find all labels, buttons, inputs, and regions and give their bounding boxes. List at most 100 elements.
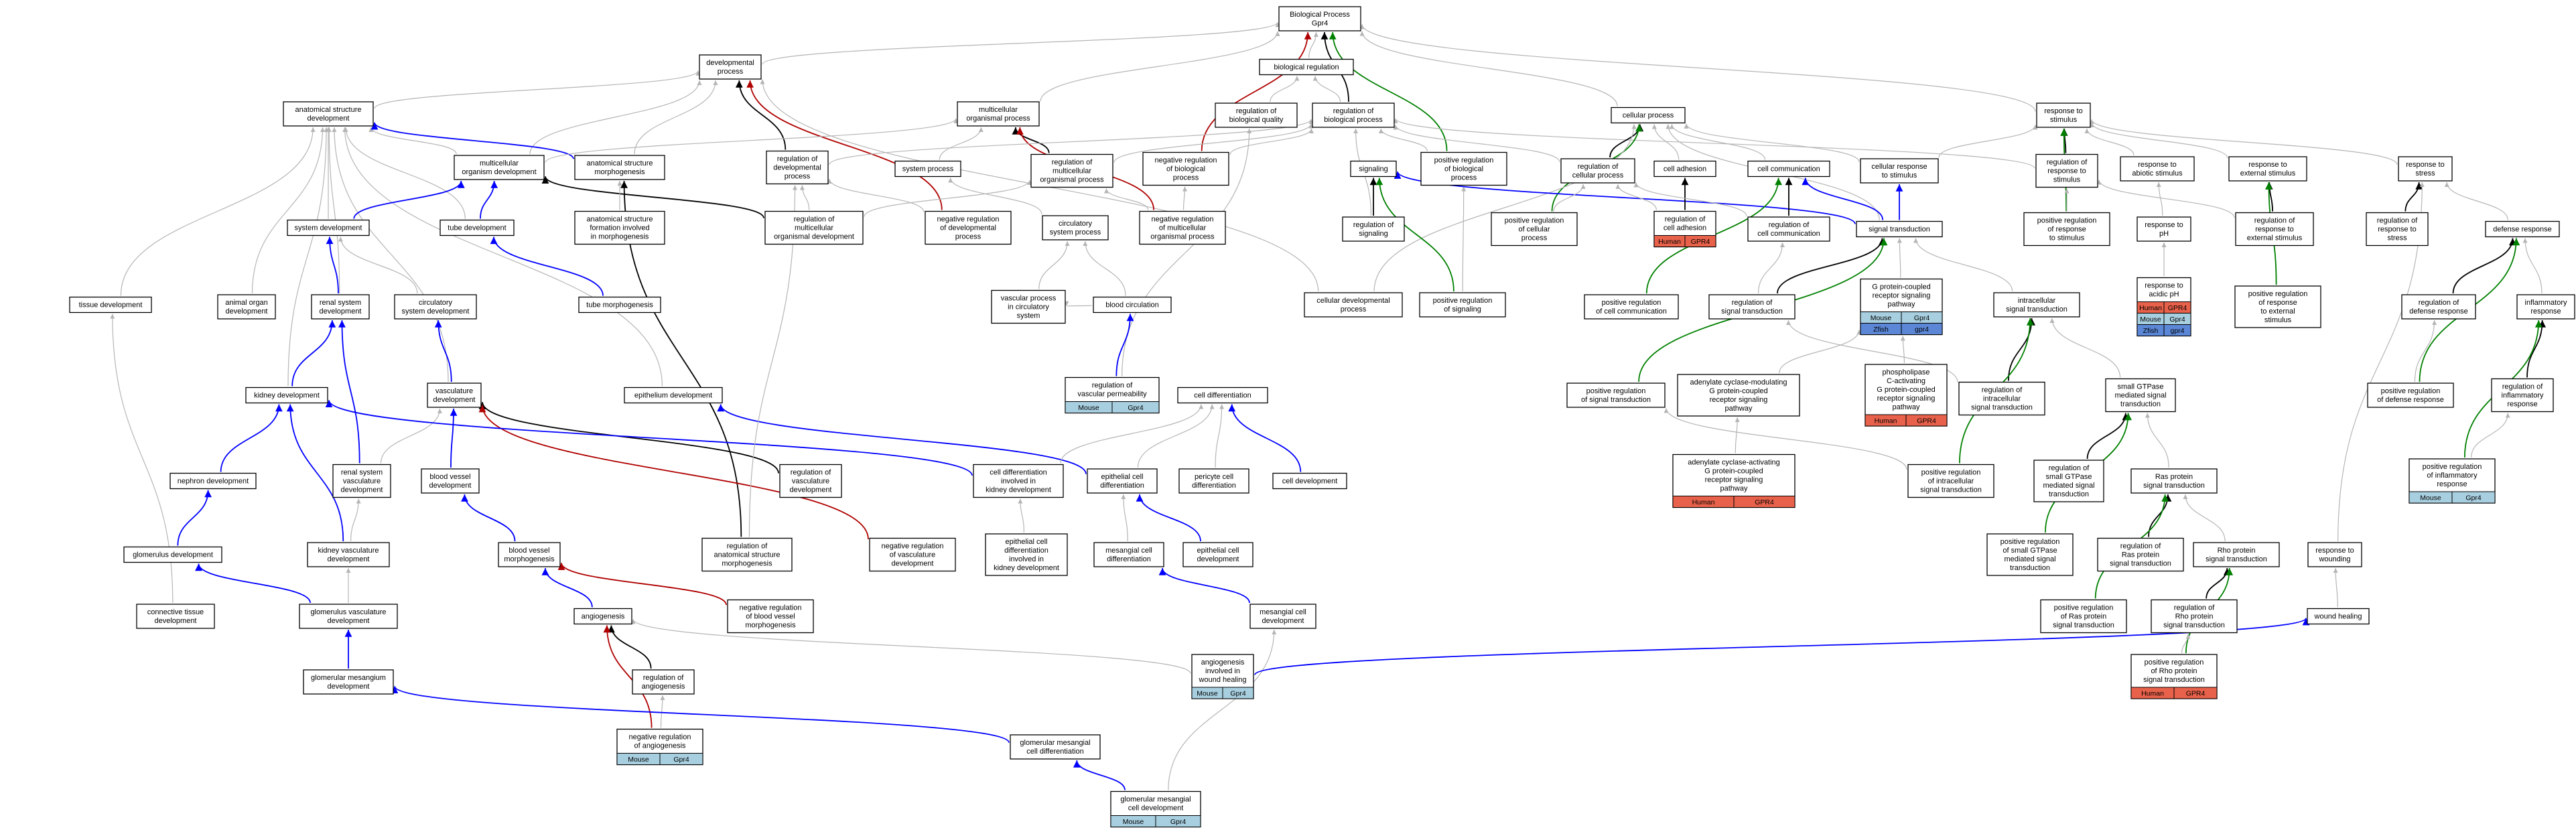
go-term-node[interactable]: tissue development	[69, 296, 152, 314]
go-term-node[interactable]: cellular process	[1611, 107, 1686, 124]
go-term-node[interactable]: biological regulation	[1259, 58, 1354, 76]
go-term-node[interactable]: cell communication	[1747, 160, 1830, 178]
go-term-node[interactable]: angiogenesis	[573, 608, 632, 625]
go-term-node[interactable]: wound healing	[2307, 608, 2370, 625]
go-term-node[interactable]: signal transduction	[1856, 220, 1943, 238]
go-term-node[interactable]: system process	[894, 160, 961, 178]
go-term-node[interactable]: cell differentiation	[1177, 387, 1268, 404]
go-term-node[interactable]: signaling	[1350, 160, 1397, 178]
go-term-node[interactable]: epithelium development	[624, 387, 723, 404]
go-term-node[interactable]: tube development	[439, 219, 515, 236]
go-term-node[interactable]: kidney development	[245, 387, 328, 404]
go-term-node[interactable]: cell development	[1272, 472, 1347, 490]
go-term-node[interactable]: system development	[287, 219, 370, 236]
go-term-node[interactable]: blood circulation	[1093, 296, 1172, 314]
go-term-node[interactable]: cell adhesion	[1653, 160, 1716, 178]
go-term-node[interactable]: glomerulus development	[123, 546, 222, 563]
go-term-node[interactable]: tube morphogenesis	[578, 296, 661, 314]
go-term-node[interactable]: nephron development	[170, 472, 257, 490]
